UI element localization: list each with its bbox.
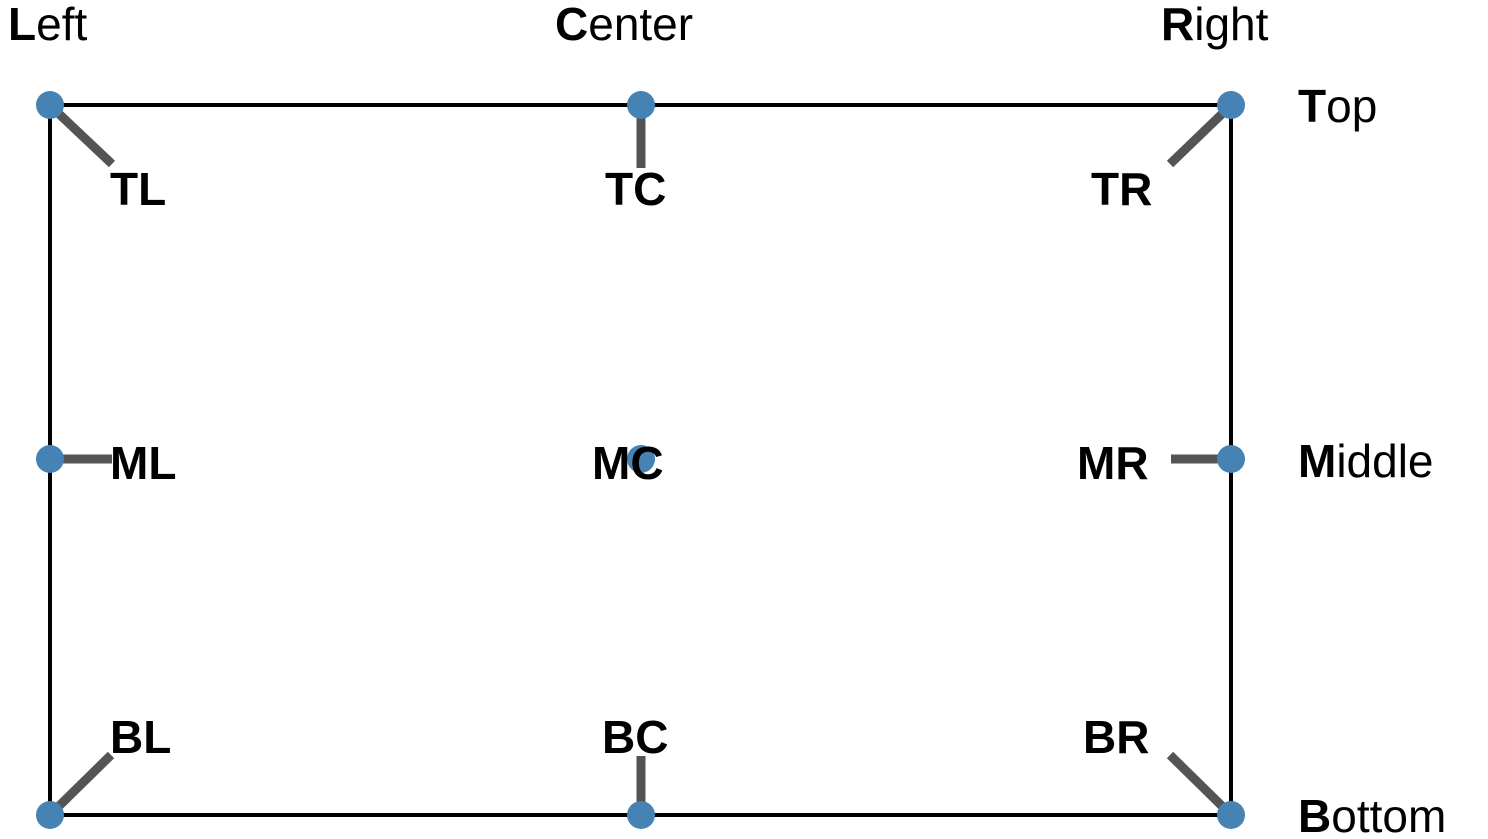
leader-lines-group (53, 108, 1228, 812)
edge-label-rest-top: op (1326, 80, 1377, 132)
leader-line-tr (1166, 108, 1228, 168)
anchor-label-mr: MR (1077, 437, 1149, 489)
anchor-label-bl: BL (110, 711, 171, 763)
edge-label-middle: Middle (1298, 435, 1434, 487)
anchor-dot-tl[interactable] (36, 91, 64, 119)
anchor-label-tl: TL (110, 163, 166, 215)
anchor-label-mc: MC (592, 437, 664, 489)
anchor-dot-tr[interactable] (1217, 91, 1245, 119)
edge-label-rest-center: enter (588, 0, 693, 50)
edge-label-initial-top: T (1298, 80, 1326, 132)
edge-label-initial-bottom: B (1298, 790, 1331, 839)
leader-line-br (1166, 751, 1228, 812)
anchor-dot-mc[interactable] (627, 445, 655, 473)
anchor-dots-group (36, 91, 1245, 829)
column-labels-group: Left Center Right (8, 0, 1269, 50)
anchor-label-ml: ML (110, 437, 176, 489)
edge-label-initial-center: C (555, 0, 588, 50)
edge-label-rest-bottom: ottom (1331, 790, 1446, 839)
edge-label-initial-right: R (1161, 0, 1194, 50)
anchor-dot-tc[interactable] (627, 91, 655, 119)
anchor-dot-mr[interactable] (1217, 445, 1245, 473)
anchor-label-tc: TC (605, 163, 666, 215)
edge-label-rest-right: ight (1194, 0, 1268, 50)
anchor-label-br: BR (1083, 711, 1149, 763)
edge-label-center: Center (555, 0, 693, 50)
edge-label-initial-middle: M (1298, 435, 1336, 487)
edge-label-initial-left: L (8, 0, 36, 50)
anchor-dot-bl[interactable] (36, 801, 64, 829)
edge-label-top: Top (1298, 80, 1377, 132)
anchor-dot-ml[interactable] (36, 445, 64, 473)
anchor-dot-br[interactable] (1217, 801, 1245, 829)
anchor-labels-group: TL TC TR ML MC MR BL BC BR (110, 163, 1152, 763)
leader-line-tl (53, 108, 116, 168)
edge-label-left: Left (8, 0, 87, 50)
anchor-dot-bc[interactable] (627, 801, 655, 829)
anchor-label-bc: BC (602, 711, 668, 763)
edge-label-right: Right (1161, 0, 1269, 50)
leader-line-bl (53, 751, 115, 812)
edge-label-bottom: Bottom (1298, 790, 1446, 839)
edge-label-rest-middle: iddle (1336, 435, 1433, 487)
edge-label-rest-left: eft (36, 0, 87, 50)
anchor-label-tr: TR (1091, 163, 1152, 215)
